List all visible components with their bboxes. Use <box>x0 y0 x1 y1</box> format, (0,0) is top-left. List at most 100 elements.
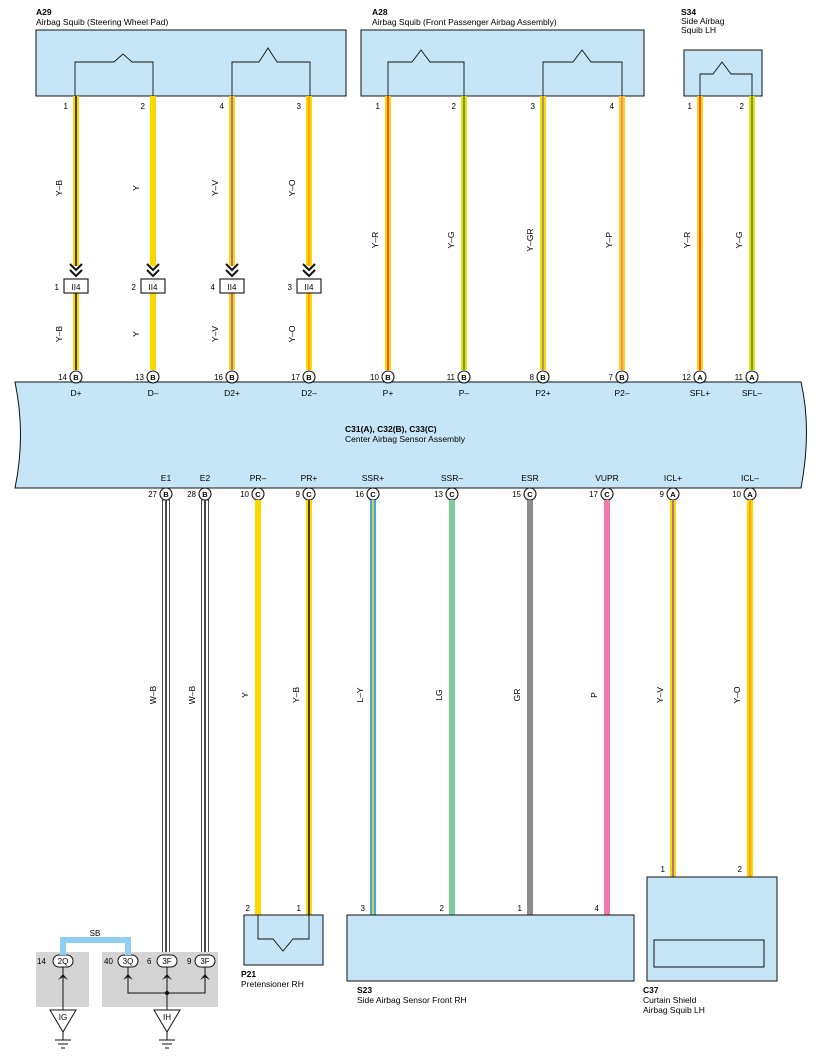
ground-pin: 6 <box>147 957 152 966</box>
connector-letter: C <box>449 490 455 499</box>
squib-pin: 2 <box>452 102 457 111</box>
signal-label: P+ <box>383 388 394 398</box>
squib-symbol <box>257 915 310 952</box>
wire-color-code: Y–P <box>604 232 614 248</box>
wire-color-code: W–B <box>187 685 197 704</box>
connector-chevron-icon <box>69 263 83 272</box>
connector-chevron-icon <box>146 263 160 272</box>
connector-letter: B <box>229 373 235 382</box>
connector-pin: 8 <box>530 373 535 382</box>
wire-color-code: Y–R <box>370 232 380 249</box>
component-p21[interactable]: P21 Pretensioner RH <box>241 914 324 989</box>
connector-letter: C <box>370 490 376 499</box>
connector-letter: B <box>202 490 208 499</box>
component-name: Side Airbag Sensor Front RH <box>357 995 467 1005</box>
wire-color-code: Y–R <box>682 232 692 249</box>
bottom-wire: SSR–C13LG2SSR– <box>434 473 463 929</box>
connector-badge <box>69 370 83 384</box>
wire-color-code: Y <box>131 331 141 337</box>
connector-arrow-icon <box>123 974 133 980</box>
signal-label: E1 <box>161 473 172 483</box>
ground-ig[interactable]: 14 2Q IG <box>36 952 89 1049</box>
connector-letter: B <box>619 373 625 382</box>
connector-letter: A <box>697 373 703 382</box>
connector-pin: 7 <box>609 373 614 382</box>
component-box <box>683 49 763 97</box>
shield-wire <box>60 937 131 955</box>
component-a29[interactable]: A29 Airbag Squib (Steering Wheel Pad) <box>35 7 347 97</box>
end-pin: 1 <box>518 904 523 913</box>
connector-pin: 14 <box>58 373 67 382</box>
component-a28[interactable]: A28 Airbag Squib (Front Passenger Airbag… <box>360 7 645 97</box>
component-box <box>346 914 635 982</box>
junction-box <box>296 278 322 294</box>
ground-connector: 2Q <box>58 957 69 966</box>
connector-chevron-icon <box>146 269 160 278</box>
component-name: Airbag Squib (Front Passenger Airbag Ass… <box>372 17 557 27</box>
component-box <box>360 29 645 97</box>
ground-pin: 9 <box>187 957 192 966</box>
signal-label: D2– <box>301 388 317 398</box>
ground-pin: 14 <box>37 957 46 966</box>
wire-color-code: Y–V <box>655 687 665 703</box>
assembly-box <box>14 381 807 489</box>
connector-chevron-icon <box>225 269 239 278</box>
ground-connector: 3F <box>200 957 209 966</box>
connector-pin: 17 <box>291 373 300 382</box>
end-pin: 1 <box>297 904 302 913</box>
connector-pin: 16 <box>214 373 223 382</box>
ground-label: IG <box>59 1013 67 1022</box>
component-code: A29 <box>36 7 52 17</box>
center-airbag-sensor-assembly[interactable]: C31(A), C32(B), C33(C) Center Airbag Sen… <box>14 381 807 489</box>
component-code: S34 <box>681 7 696 17</box>
connector-pin: 11 <box>735 373 744 382</box>
squib-symbol <box>74 53 154 96</box>
junction-pin: 3 <box>288 283 293 292</box>
squib-pin: 2 <box>141 102 146 111</box>
component-name: Curtain Shield <box>643 995 697 1005</box>
signal-label: P2+ <box>535 388 550 398</box>
component-code: A28 <box>372 7 388 17</box>
junction-label: II4 <box>149 283 158 292</box>
junction-pin: 2 <box>132 283 137 292</box>
component-s23[interactable]: S23 Side Airbag Sensor Front RH <box>346 914 635 1005</box>
connector-letter: B <box>150 373 156 382</box>
ground-ih[interactable]: 40 3Q 6 3F 9 3F IH <box>102 952 218 1049</box>
component-code: C37 <box>643 985 659 995</box>
signal-label: PR+ <box>301 473 318 483</box>
signal-label: SFL– <box>742 388 763 398</box>
component-c37[interactable]: C37 Curtain Shield Airbag Squib LH <box>643 876 778 1015</box>
connector-chevron-icon <box>302 269 316 278</box>
bottom-wire: PR+C9Y–B1 <box>291 473 317 915</box>
signal-label: P– <box>459 388 470 398</box>
junction-label: II4 <box>305 283 314 292</box>
component-s34[interactable]: S34 Side Airbag Squib LH <box>681 7 763 97</box>
squib-pin: 1 <box>64 102 69 111</box>
connector-pin: 28 <box>187 490 196 499</box>
signal-label: VUPR <box>595 473 619 483</box>
connector-pin: 10 <box>732 490 741 499</box>
connector-arrow-icon <box>58 974 68 980</box>
connector-pin: 10 <box>240 490 249 499</box>
squib-pin: 3 <box>297 102 302 111</box>
junction-pin: 4 <box>211 283 216 292</box>
squib-symbol <box>387 49 465 96</box>
connector-pin: 10 <box>370 373 379 382</box>
connector-arrow-icon <box>162 974 172 980</box>
component-name: Airbag Squib LH <box>643 1005 705 1015</box>
ground-connector: 3F <box>162 957 171 966</box>
wire-color-code: W–B <box>148 685 158 704</box>
end-pin: 2 <box>440 904 445 913</box>
wire-color-code: Y <box>131 185 141 191</box>
connector-letter: B <box>540 373 546 382</box>
assembly-name: Center Airbag Sensor Assembly <box>345 434 466 444</box>
connector-chevron-icon <box>69 269 83 278</box>
connector-letter: B <box>306 373 312 382</box>
junction-box <box>140 278 166 294</box>
